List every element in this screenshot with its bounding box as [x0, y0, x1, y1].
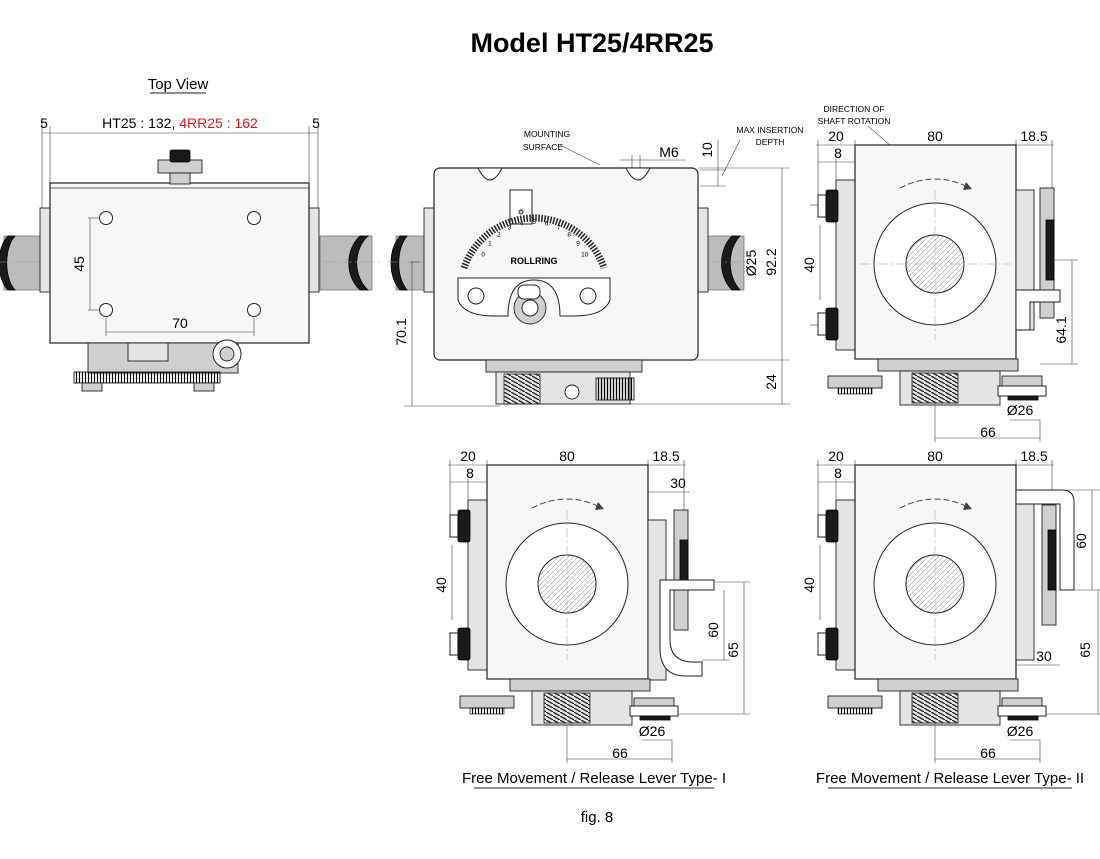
dial-tick-label: 1: [488, 241, 492, 248]
lever-type-2-view: 20 8 80 18.5 40 60 65 30: [801, 448, 1100, 789]
type2-wheel-diameter: Ø26: [1007, 723, 1034, 739]
figure-caption: fig. 8: [581, 809, 614, 826]
top-length-label: HT25 : 132, 4RR25 : 162: [102, 115, 258, 131]
type1-bolt-spacing: 40: [433, 577, 449, 593]
top-hole-vertical: 45: [71, 256, 87, 272]
dial-tick-label: 8: [567, 232, 571, 239]
max-insertion-depth-label: MAX INSERTION: [737, 125, 804, 135]
dial-tick-label: 5: [532, 219, 536, 226]
front-height-center: 70.1: [393, 318, 409, 345]
svg-text:DEPTH: DEPTH: [756, 137, 785, 147]
type2-caption: Free Movement / Release Lever Type- II: [816, 770, 1084, 787]
top-hole-horizontal: 70: [172, 315, 188, 331]
dial-tick-label: 7: [557, 225, 561, 232]
front-height-total: 92.2: [763, 248, 779, 275]
type1-lever-height-outer: 65: [725, 642, 741, 658]
type1-width-flange: 8: [466, 465, 474, 481]
type2-width-flange: 8: [834, 465, 842, 481]
brand-label: ROLLRING: [511, 256, 558, 266]
insertion-depth-value: 10: [699, 142, 715, 158]
type2-width-right: 18.5: [1020, 448, 1047, 464]
svg-text:SHAFT ROTATION: SHAFT ROTATION: [818, 116, 891, 126]
side-lever-height: 64.1: [1053, 316, 1069, 343]
dial-tick-label: 3: [508, 225, 512, 232]
side-width-flange: 8: [834, 145, 842, 161]
type2-width-body: 80: [927, 448, 943, 464]
type2-bolt-spacing: 40: [801, 577, 817, 593]
type1-lever-width: 30: [670, 475, 686, 491]
dial-tick-label: 0: [481, 251, 485, 258]
type2-lever-height-outer: 65: [1077, 642, 1093, 658]
top-left-offset: 5: [40, 115, 48, 131]
page-title: Model HT25/4RR25: [470, 28, 713, 58]
top-right-offset: 5: [312, 115, 320, 131]
side-bolt-spacing: 40: [801, 257, 817, 273]
type1-caption: Free Movement / Release Lever Type- I: [462, 770, 726, 787]
type1-lever-height-inner: 60: [705, 622, 721, 638]
top-housing: [49, 182, 310, 344]
front-base-height: 24: [763, 374, 779, 390]
type1-width-body: 80: [559, 448, 575, 464]
type2-width-left: 20: [828, 448, 844, 464]
front-view: MOUNTING SURFACE M6 10 MAX INSERTION DEP…: [388, 125, 804, 407]
front-shaft-diameter: Ø25: [743, 250, 759, 277]
type1-width-left: 20: [460, 448, 476, 464]
side-width-body: 80: [927, 128, 943, 144]
thread-label: M6: [659, 144, 679, 160]
mounting-surface-label: MOUNTING: [524, 129, 570, 139]
front-housing: [433, 167, 699, 361]
lever-type-1-view: 20 8 80 18.5 30 40 60 65: [433, 448, 750, 789]
type1-wheel-offset: 66: [612, 745, 628, 761]
dial-tick-label: 9: [576, 241, 580, 248]
top-view: Top View 5 5 HT25 : 132, 4RR25 : 162: [0, 76, 380, 392]
side-wheel-diameter: Ø26: [1007, 402, 1034, 418]
type2-lever-width: 30: [1036, 648, 1052, 664]
side-width-right: 18.5: [1020, 128, 1047, 144]
type2-lever-height-upper: 60: [1073, 533, 1089, 549]
dial-tick-label: 4: [520, 220, 524, 227]
side-view: DIRECTION OF SHAFT ROTATION 20 8 80 18.5…: [801, 104, 1078, 442]
svg-text:SURFACE: SURFACE: [523, 142, 563, 152]
type2-wheel-offset: 66: [980, 745, 996, 761]
side-width-left: 20: [828, 128, 844, 144]
dial-tick-label: 6: [545, 220, 549, 227]
side-wheel-offset: 66: [980, 424, 996, 440]
type1-width-right: 18.5: [652, 448, 679, 464]
direction-label: DIRECTION OF: [824, 104, 885, 114]
type1-wheel-diameter: Ø26: [639, 723, 666, 739]
top-view-label: Top View: [148, 76, 209, 93]
dial-tick-label: 2: [497, 232, 501, 239]
dial-tick-label: 10: [581, 251, 589, 258]
